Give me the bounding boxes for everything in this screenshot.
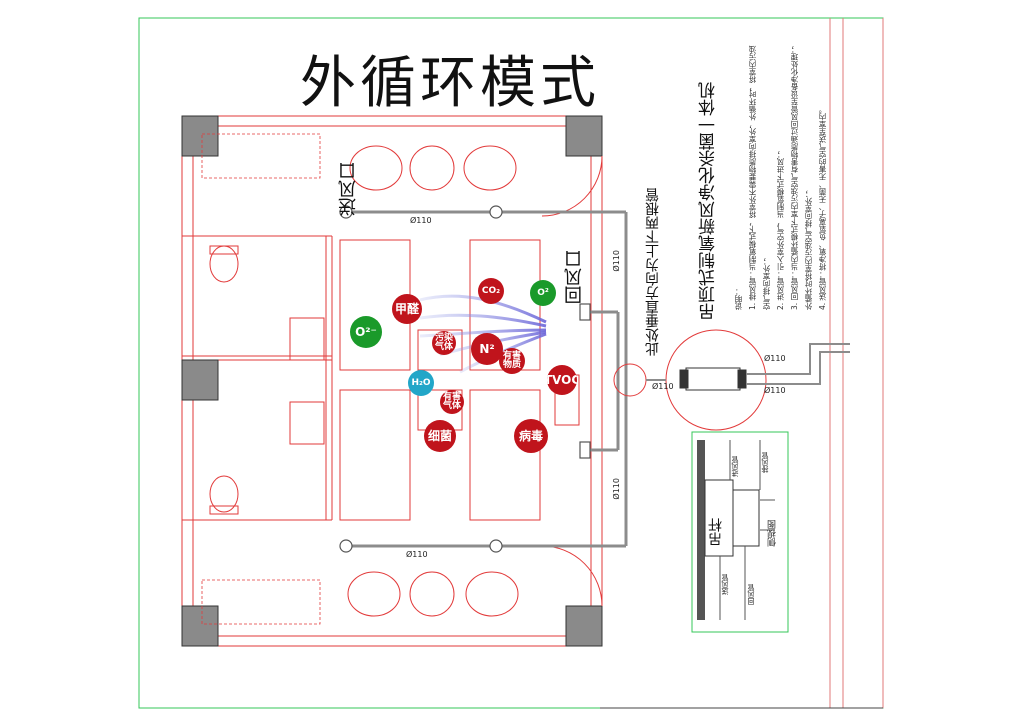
particle-5: N²: [471, 333, 503, 365]
intake-pipe-label: 进风管: [731, 456, 739, 477]
pipe-label-right-top: Ø110: [612, 250, 621, 272]
side-view-label: 侧视图: [768, 520, 778, 547]
pipe-label-bottom: Ø110: [406, 550, 428, 559]
pipe-label-unit3: Ø110: [764, 386, 786, 395]
particle-label: 病毒: [518, 428, 543, 443]
particle-1: O²: [530, 280, 556, 306]
diagram-title: 外循环模式: [300, 51, 600, 116]
particle-label: 有害物质: [502, 351, 521, 370]
particle-2: 甲醛: [392, 294, 422, 324]
side-view-box: [691, 431, 789, 633]
particle-11: 病毒: [514, 419, 548, 453]
particle-label: TVOC: [547, 372, 577, 387]
room-walls: [181, 115, 603, 647]
pipe-label-top: Ø110: [410, 216, 432, 225]
particle-label: CO₂: [481, 285, 501, 296]
particle-label: 有害气体: [442, 392, 461, 411]
send-pipe-label: 送风管: [721, 574, 729, 595]
particle-label: O²: [537, 287, 549, 298]
ventilation-unit: [679, 367, 747, 391]
particle-label: H₂O: [411, 377, 431, 388]
particle-label: 污染气体: [434, 333, 453, 352]
particle-label: N²: [479, 341, 495, 356]
particle-9: 有害气体: [440, 390, 464, 414]
chairs-bottom: [347, 571, 519, 617]
supply-vent-label: 送风口: [338, 162, 359, 216]
device-title: 吊顶式制氧新风净化杀菌一体机: [699, 82, 719, 320]
pipe-label-right-bottom: Ø110: [612, 478, 621, 500]
exhaust-pipe-label: 排风管: [761, 452, 769, 473]
note-line: 说明：: [734, 287, 743, 311]
pipe-label-unit: Ø110: [652, 382, 674, 391]
particle-8: H₂O: [408, 370, 434, 396]
particle-10: 细菌: [424, 420, 456, 452]
note-line: 4. 送风管：将净氧、负氧离子、无菌、无害的空气送至室内。: [818, 105, 827, 310]
chairs-top: [349, 145, 517, 191]
particle-0: CO₂: [478, 278, 504, 304]
note-line: 1. 排风管：当制氧模式下，将室外不需要物质排向室外，外循环时，将室内污浊空气排…: [748, 45, 771, 310]
wardrobes: [201, 133, 321, 625]
pipe-label-unit2: Ø110: [764, 354, 786, 363]
particle-6: 有害物质: [499, 348, 525, 374]
note-line: 2. 进风管：引入室外空气，当制氧模式下进风；: [776, 150, 785, 310]
unit-ducts: [746, 343, 850, 385]
notes-block: 说明： 1. 排风管：当制氧模式下，将室外不需要物质排向室外，外循环时，将室内污…: [732, 40, 830, 310]
ducts: [346, 210, 628, 548]
particle-3: O²⁻: [350, 316, 382, 348]
particle-label: O²⁻: [355, 324, 377, 339]
hanger-rod: [697, 440, 705, 620]
particle-4: 污染气体: [432, 331, 456, 355]
structural-columns: [181, 115, 603, 647]
return-pipe-label: 回风管: [747, 584, 755, 605]
vertical-note: 此处垂直方向为上下两根管: [645, 188, 661, 356]
note-line: 3. 回风管：当内循环模式下室内污浊空气有害物质通过回风管至设备净化处理；外循环…: [790, 45, 813, 310]
particle-label: 细菌: [427, 428, 452, 443]
return-vent-label: 回风口: [564, 250, 585, 304]
particle-7: TVOC: [547, 365, 577, 395]
duct-diffusers: [339, 205, 591, 553]
hanger-label: 吊杆: [708, 518, 724, 546]
bathroom-fixtures: [209, 245, 325, 515]
particle-label: 甲醛: [394, 301, 419, 316]
